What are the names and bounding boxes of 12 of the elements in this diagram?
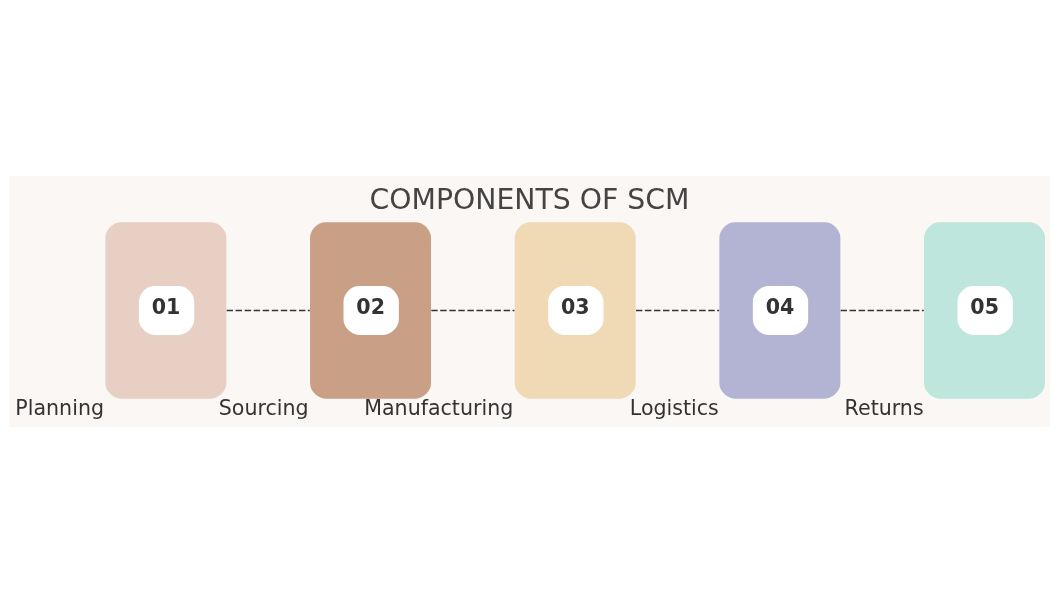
connector <box>839 309 925 311</box>
node-box: 03 <box>514 221 636 399</box>
node-box: 01 <box>105 221 227 399</box>
diagram-title: COMPONENTS OF SCM <box>369 182 690 216</box>
connector <box>635 309 720 311</box>
node-box: 02 <box>310 221 432 399</box>
node-label: Returns <box>844 395 924 420</box>
node-box: 04 <box>719 221 841 399</box>
node-box: 05 <box>924 221 1045 399</box>
connector <box>225 309 311 311</box>
connector <box>430 309 516 311</box>
node-label: Planning <box>15 395 105 420</box>
